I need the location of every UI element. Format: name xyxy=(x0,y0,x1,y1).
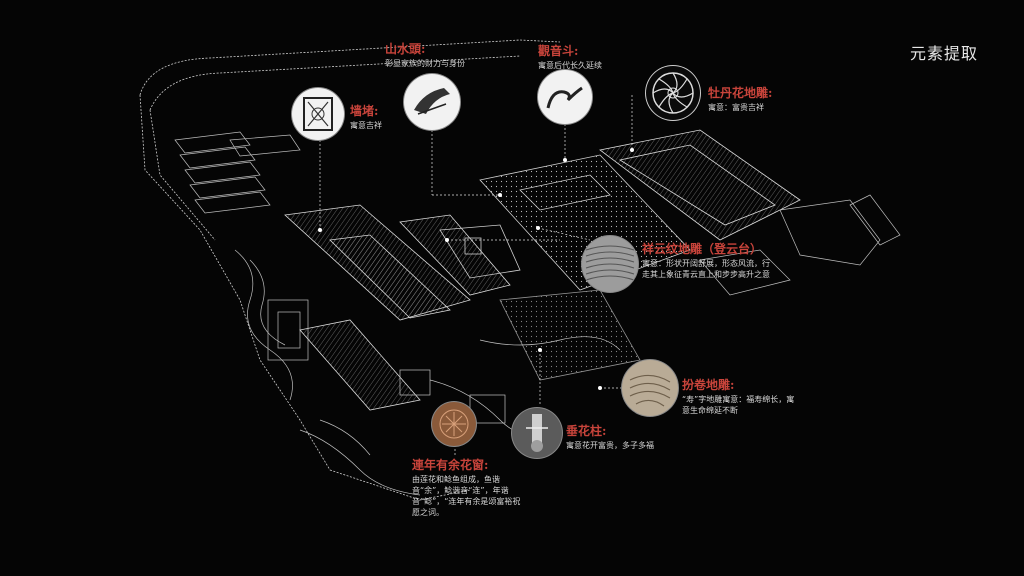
callout-mudan: 牡丹花地雕: 寓意：富贵吉祥 xyxy=(708,86,772,113)
main-hall-roofs xyxy=(284,129,801,411)
callout-desc: 寓意吉祥 xyxy=(350,121,382,130)
callout-desc: 彰显家族的财力与身份 xyxy=(385,59,465,68)
callout-title: 祥云纹地雕（登云台） xyxy=(642,242,763,256)
callout-title: 牡丹花地雕: xyxy=(708,86,773,100)
callout-title: 山水頭: xyxy=(385,42,426,56)
callout-desc: “寿”字地雕寓意：福寿绵长，寓意生命绵延不断 xyxy=(682,395,795,415)
leader-dots xyxy=(318,148,634,390)
callout-title: 墙堵: xyxy=(350,104,379,118)
callout-desc: 寓意花开富贵，多子多福 xyxy=(566,441,654,450)
callout-title: 垂花柱: xyxy=(566,424,607,438)
callout-title: 連年有余花窗: xyxy=(412,458,489,472)
hanging-pillar-icon xyxy=(512,408,562,458)
site-boundary xyxy=(139,39,561,501)
callout-guanyindou: 觀音斗: 寓意后代长久延续 xyxy=(538,44,602,71)
callout-lianniannyouyu: 連年有余花窗: 由莲花和鲶鱼组成，鱼谐音“余”，鲶谐音“连”，年谐音“鲶”，“连… xyxy=(412,458,522,518)
roof-ridge-icon xyxy=(404,74,460,130)
callout-desc: 寓意：富贵吉祥 xyxy=(708,103,764,112)
callout-shanshuitou: 山水頭: 彰显家族的财力与身份 xyxy=(385,42,465,69)
cloud-pattern-icon xyxy=(582,236,638,292)
terrace-steps xyxy=(174,131,301,214)
right-annex xyxy=(699,194,901,296)
guanyin-gable-icon xyxy=(538,70,592,124)
callout-fangjuan: 扮卷地雕: “寿”字地雕寓意：福寿绵长，寓意生命绵延不断 xyxy=(682,378,800,416)
callout-xiangyun: 祥云纹地雕（登云台） 寓意：形状开阔舒展，形态风流，行走其上象征青云直上和步步高… xyxy=(642,242,772,280)
callout-title: 觀音斗: xyxy=(538,44,579,58)
callout-chuihuazhu: 垂花柱: 寓意花开富贵，多子多福 xyxy=(566,424,654,451)
callout-desc: 寓意后代长久延续 xyxy=(538,61,602,70)
page-title: 元素提取 xyxy=(910,44,979,63)
callout-desc: 由莲花和鲶鱼组成，鱼谐音“余”，鲶谐音“连”，年谐音“鲶”，“连年有余是颂富裕祝… xyxy=(412,475,521,517)
scroll-pattern-icon xyxy=(622,360,678,416)
peony-carving-icon xyxy=(646,66,700,120)
lotus-fish-window-icon xyxy=(432,402,476,446)
callout-desc: 寓意：形状开阔舒展，形态风流，行走其上象征青云直上和步步高升之意 xyxy=(642,259,770,279)
wall-panel-icon xyxy=(292,88,344,140)
callout-qiangdu: 墙堵: 寓意吉祥 xyxy=(350,104,382,131)
callout-title: 扮卷地雕: xyxy=(682,378,735,392)
central-courtyard xyxy=(439,154,691,381)
